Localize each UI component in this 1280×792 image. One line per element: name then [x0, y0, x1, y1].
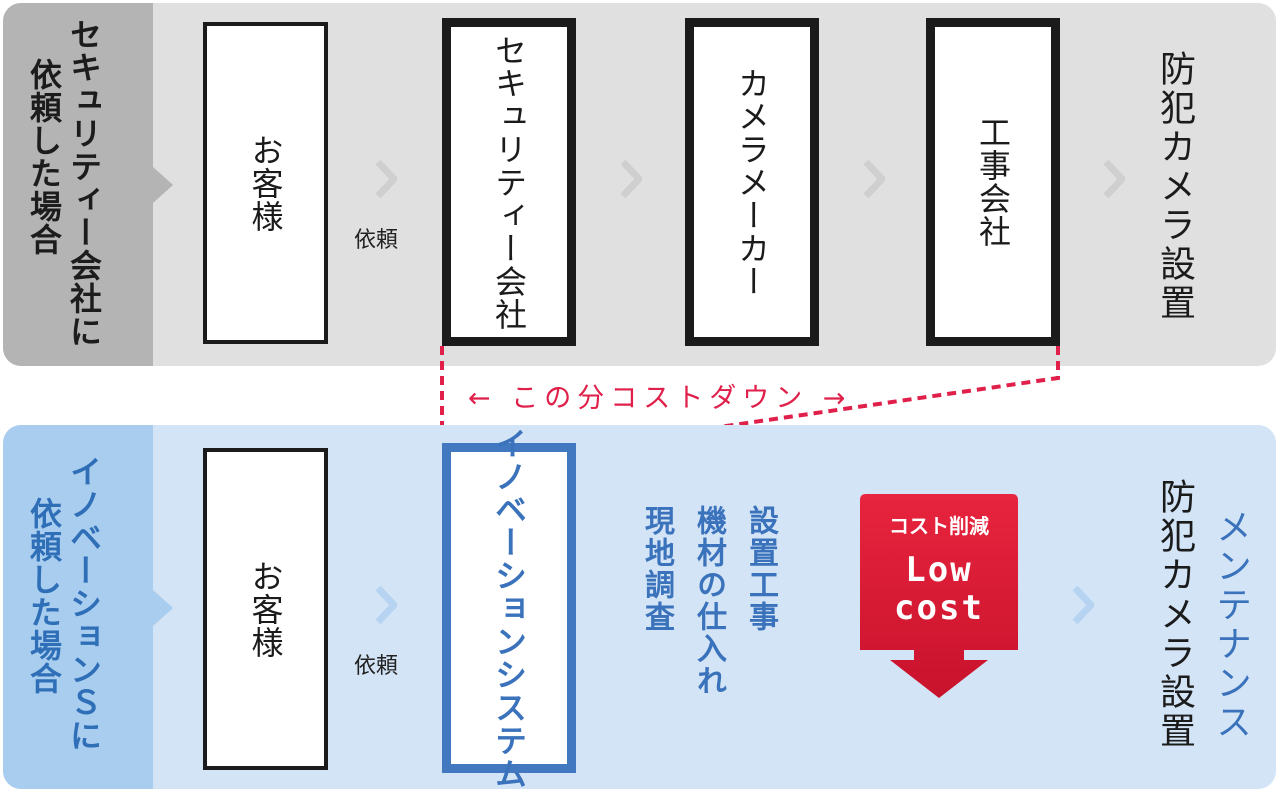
bottom-request-label: 依頼 — [354, 654, 399, 679]
bottom-side-label-line1: イノベーションＳに — [65, 455, 103, 752]
top-side-header — [3, 3, 153, 366]
bottom-side-label-line2: 依頼した場合 — [25, 497, 63, 695]
top-chevron-right-icon-4 — [1103, 160, 1125, 198]
bottom-side-header — [3, 425, 153, 789]
bottom-chevron-right-icon-1 — [375, 586, 397, 624]
top-side-notch — [153, 167, 173, 203]
bottom-result-label: 防犯カメラ設置 — [1154, 478, 1195, 751]
cost-reduction-badge: コスト削減 Low cost — [860, 494, 1018, 704]
top-request-label: 依頼 — [354, 228, 399, 253]
bottom-chevron-right-icon-2 — [1072, 586, 1094, 624]
top-chevron-right-icon-3 — [863, 160, 885, 198]
badge-cost: cost — [894, 588, 984, 628]
bottom-customer-label: お客様 — [246, 559, 285, 659]
service-installation: 設置工事 — [743, 505, 778, 633]
top-result-label: 防犯カメラ設置 — [1154, 50, 1195, 323]
service-site-survey: 現地調査 — [639, 505, 674, 633]
top-customer-label: お客様 — [246, 133, 285, 233]
badge-title: コスト削減 — [889, 514, 989, 538]
down-arrow-icon — [860, 494, 1018, 698]
top-security-company-label: セキュリティー会社 — [490, 33, 528, 331]
top-construction-company-box: 工事会社 — [926, 18, 1060, 346]
top-camera-maker-label: カメラメーカー — [733, 66, 771, 298]
top-chevron-right-icon-2 — [620, 160, 642, 198]
bottom-maintenance-label: メンテナンス — [1210, 508, 1251, 742]
bottom-innovation-system-box: イノベーションシステム — [442, 427, 576, 790]
bottom-innovation-system-label: イノベーションシステム — [490, 426, 528, 790]
bottom-customer-box: お客様 — [203, 448, 328, 770]
top-side-label-line2: 依頼した場合 — [25, 58, 63, 256]
bottom-side-notch — [153, 590, 173, 626]
top-side-label-line1: セキュリティー会社に — [65, 18, 103, 348]
badge-low: Low — [905, 550, 973, 590]
top-chevron-right-icon-1 — [375, 160, 397, 198]
top-customer-box: お客様 — [203, 22, 328, 344]
cost-down-label: ← この分コストダウン → — [468, 383, 852, 414]
service-equipment-procurement: 機材の仕入れ — [691, 505, 726, 697]
top-construction-company-label: 工事会社 — [974, 116, 1012, 248]
top-security-company-box: セキュリティー会社 — [442, 18, 576, 346]
top-camera-maker-box: カメラメーカー — [685, 18, 819, 346]
